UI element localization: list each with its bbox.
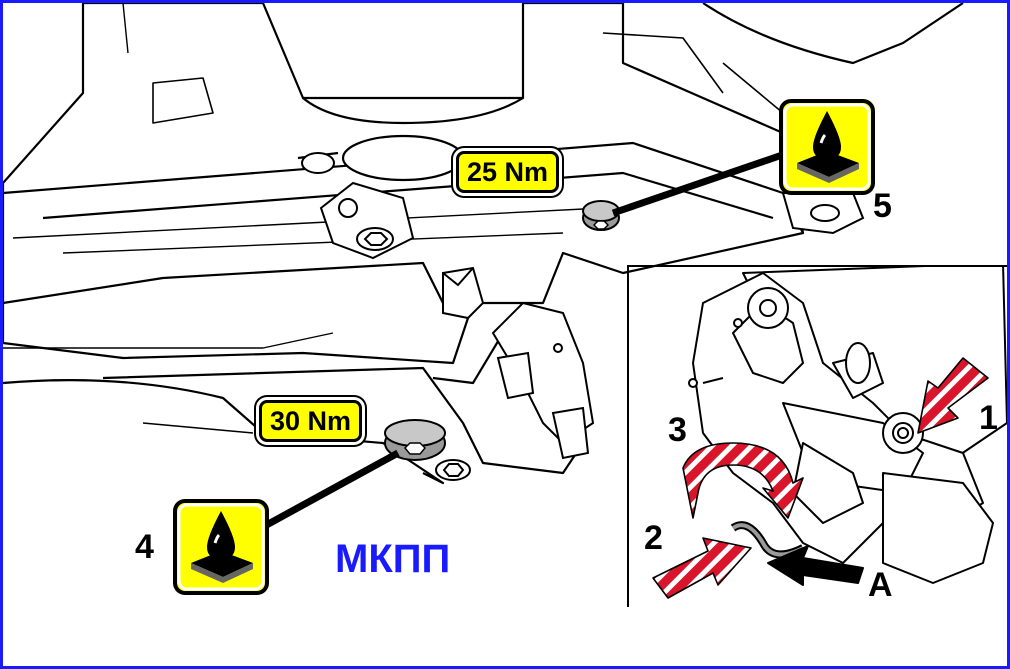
callout-4: 4: [135, 528, 154, 566]
transmission-line-art: [3, 3, 1007, 599]
mount-bracket-left: [301, 152, 415, 260]
gearbox-title: МКПП: [335, 537, 451, 581]
oil-drop-icon: [779, 99, 875, 195]
callout-1: 1: [979, 399, 998, 437]
filler-plug-25nm: [582, 200, 620, 231]
inset-linkage-detail: [652, 267, 1007, 599]
callout-a: A: [868, 566, 893, 604]
leader-line-4: [259, 449, 400, 532]
leader-line-5: [611, 149, 790, 217]
callout-3: 3: [668, 411, 687, 449]
callout-5: 5: [873, 187, 892, 225]
oil-drop-icon: [173, 499, 269, 595]
callout-2: 2: [644, 519, 663, 557]
torque-badge-25nm: 25 Nm: [456, 151, 560, 193]
torque-badge-30nm: 30 Nm: [259, 400, 363, 442]
mount-bracket-top-right: [781, 192, 865, 235]
mount-bracket-right: [435, 266, 595, 481]
gearbox-housing: [3, 3, 964, 365]
drain-plug-30nm: [384, 419, 446, 461]
